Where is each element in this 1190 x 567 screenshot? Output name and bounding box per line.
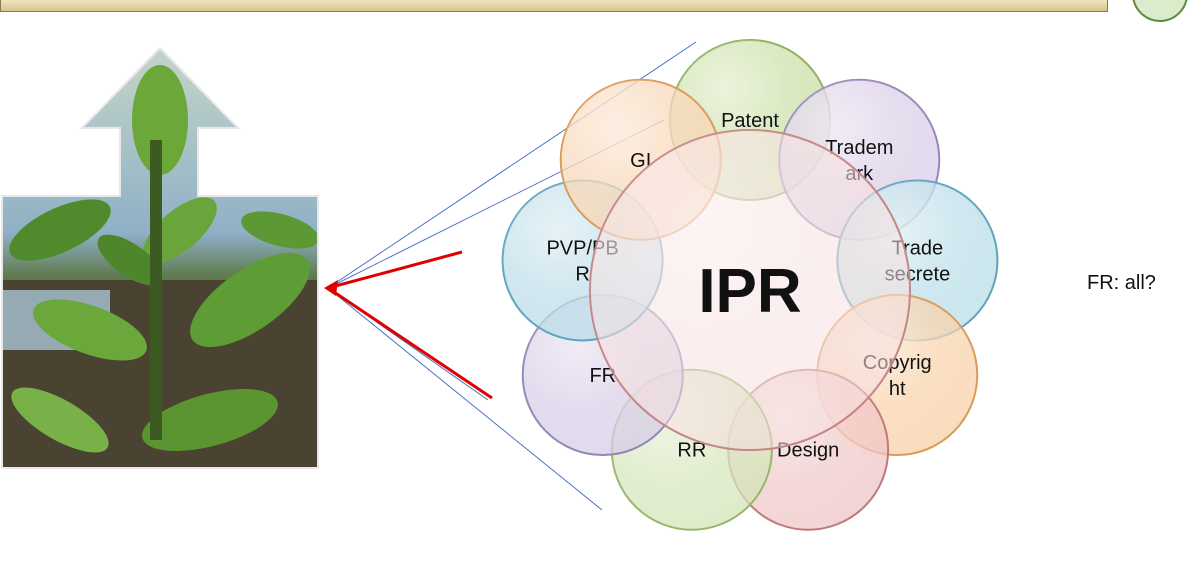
plant-image	[2, 48, 318, 468]
plant-image-frame	[1, 46, 319, 469]
center-circle: IPR	[589, 129, 911, 451]
red-arrow-fr	[327, 286, 493, 400]
center-label: IPR	[698, 257, 801, 326]
title-bar	[0, 0, 1108, 12]
bubble-label-gi: GI	[630, 150, 651, 172]
connector-line-rr	[327, 287, 603, 511]
side-note: FR: all?	[1087, 272, 1156, 294]
red-arrow-head	[324, 280, 338, 296]
bubble-label-fr: FR	[589, 365, 616, 387]
red-arrow-pvp-pbr	[327, 250, 463, 290]
bubble-label-patent: Patent	[721, 110, 779, 132]
bubble-label-rr: RR	[677, 440, 706, 462]
